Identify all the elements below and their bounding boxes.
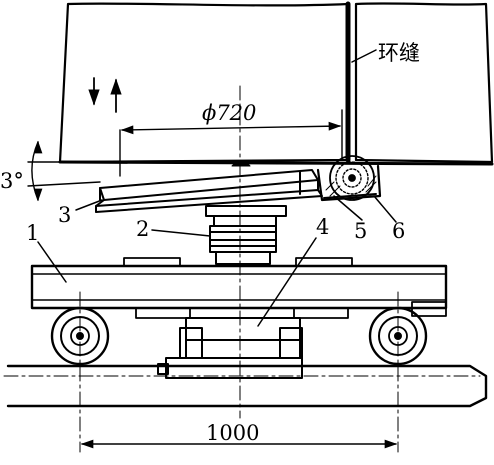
part-2-label: 2 [136,217,149,241]
part-6-label: 6 [392,219,405,243]
part-3-leader [75,199,103,211]
part-3-label: 3 [58,203,71,227]
diameter-label: ϕ720 [202,101,256,125]
pipe-section-right [354,2,494,164]
pipe-bottom-edge [58,160,494,166]
vertical-motion-arrows [88,77,122,113]
part-1-label: 1 [26,221,39,245]
part-5-leader [333,195,363,221]
part-6-leader [373,195,397,223]
roller-bracket [316,164,382,202]
pivot-cap [231,161,251,167]
seam-roller [329,155,375,201]
ring-seam-label: 环缝 [378,41,420,65]
angle-label: 3° [0,169,24,193]
part-1-leader [37,241,67,283]
part-4-leader [257,237,317,327]
carriage-frame [30,257,448,319]
rail [3,364,488,408]
part-4-label: 4 [316,215,329,239]
diameter-dimension [119,109,343,177]
lift-jack [205,205,287,265]
part-5-label: 5 [354,219,367,243]
part-2-leader [151,229,211,237]
hydraulic-unit [157,317,303,379]
ring-seam-leader [351,49,377,63]
pipe-section-left [58,2,350,164]
wheelbase-label: 1000 [206,421,259,445]
tilt-angle-annotation [27,140,101,202]
